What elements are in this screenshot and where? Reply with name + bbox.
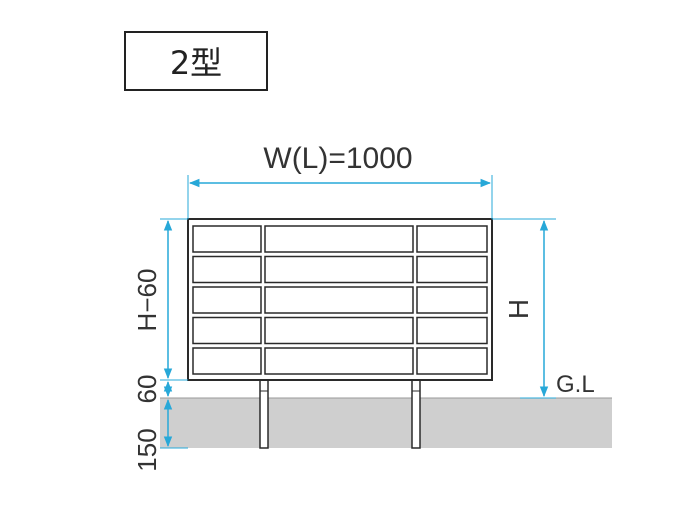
panel-slat (264, 316, 414, 345)
panel-slat (192, 286, 262, 314)
ground-label: G.L (556, 371, 595, 398)
panel-slat (264, 286, 414, 314)
post-right (411, 379, 421, 449)
panel-slat (416, 255, 488, 284)
panel-slat (264, 255, 414, 284)
panel-slat (192, 316, 262, 345)
panel-slat (264, 225, 414, 253)
ground-area (160, 398, 612, 448)
panel-slat (192, 255, 262, 284)
panel-slat (264, 347, 414, 375)
height-label: H (503, 299, 534, 319)
left-dim-mid-label: 60 (132, 375, 162, 404)
panel-slat (416, 347, 488, 375)
fence-panel (187, 218, 493, 381)
panel-slat (416, 316, 488, 345)
panel-slat (192, 347, 262, 375)
width-label: W(L)=1000 (263, 142, 412, 175)
type-label-box: 2型 (124, 31, 268, 91)
panel-slat (416, 225, 488, 253)
panel-slat (416, 286, 488, 314)
left-dim-upper-label: H−60 (132, 269, 162, 332)
panel-slat (192, 225, 262, 253)
type-label: 2型 (169, 44, 223, 82)
left-dim-lower-label: 150 (132, 428, 162, 471)
post-left (259, 379, 269, 449)
